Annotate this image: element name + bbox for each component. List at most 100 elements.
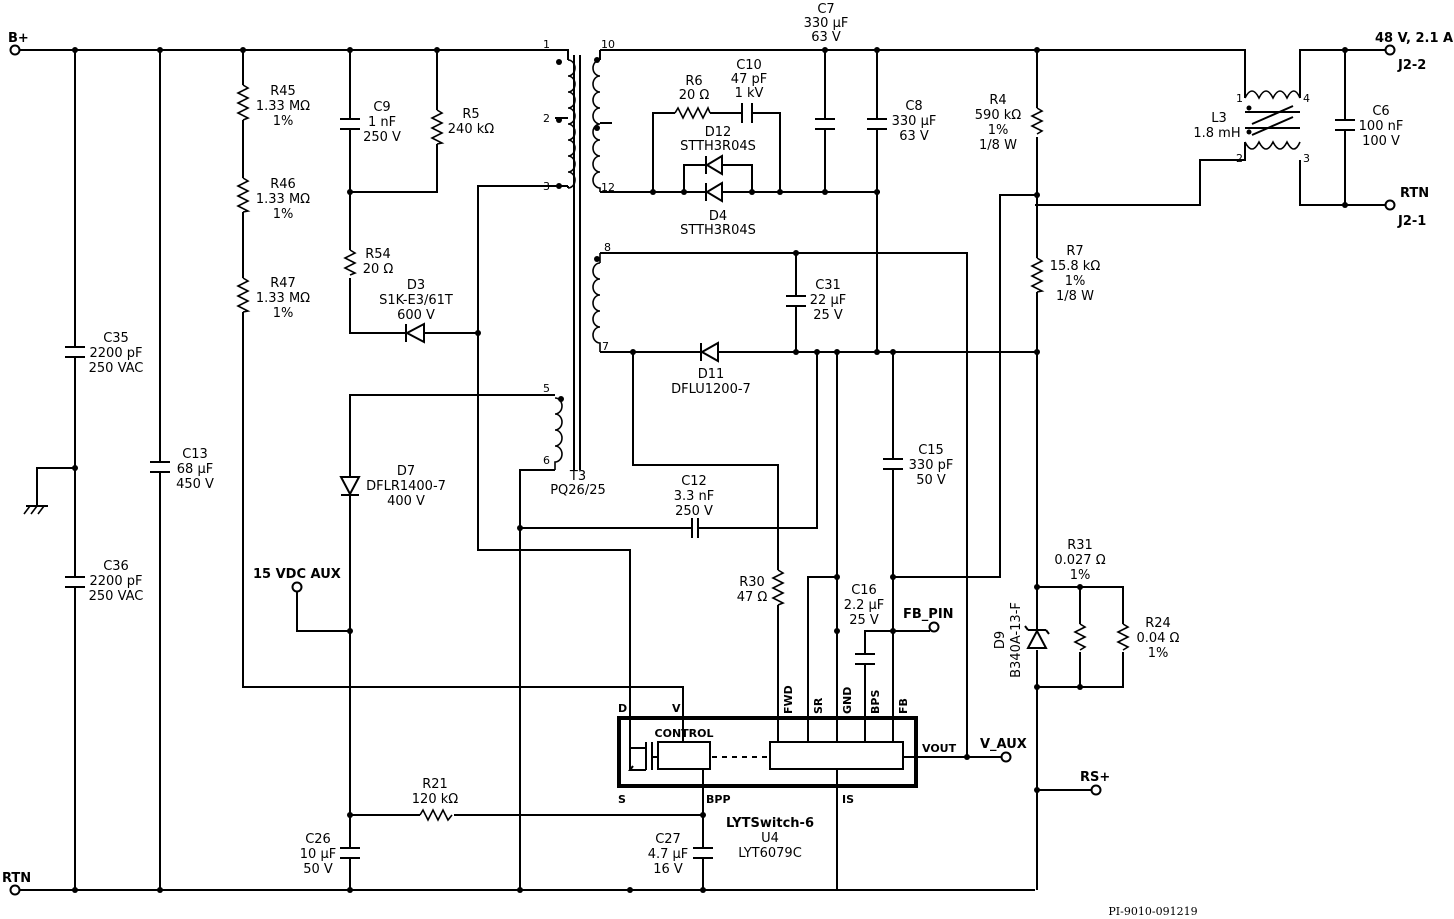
svg-text:1.33 MΩ: 1.33 MΩ xyxy=(256,192,310,207)
svg-text:1%: 1% xyxy=(273,207,294,222)
terminals xyxy=(9,44,1396,896)
svg-text:1 nF: 1 nF xyxy=(368,115,396,130)
svg-text:R31: R31 xyxy=(1067,538,1093,553)
svg-text:25 V: 25 V xyxy=(813,308,843,323)
net-labels: B+ RTN 48 V, 2.1 A J2-2 RTN J2-1 15 VDC … xyxy=(2,31,1453,886)
svg-text:1%: 1% xyxy=(273,306,294,321)
svg-text:1/8 W: 1/8 W xyxy=(979,138,1017,153)
d9-symbol xyxy=(1024,625,1050,649)
svg-text:DFLU1200-7: DFLU1200-7 xyxy=(671,382,751,397)
svg-text:R21: R21 xyxy=(422,777,448,792)
svg-text:0.04 Ω: 0.04 Ω xyxy=(1136,631,1179,646)
svg-text:1: 1 xyxy=(543,38,550,51)
svg-text:590 kΩ: 590 kΩ xyxy=(975,108,1021,123)
svg-text:C35: C35 xyxy=(103,331,129,346)
svg-text:C8: C8 xyxy=(905,99,922,114)
c15-symbol xyxy=(883,458,903,470)
svg-text:R47: R47 xyxy=(270,276,296,291)
svg-text:4.7 μF: 4.7 μF xyxy=(648,847,689,862)
svg-text:25 V: 25 V xyxy=(849,613,879,628)
svg-text:S1K-E3/61T: S1K-E3/61T xyxy=(379,293,453,308)
l3-ref: L3 xyxy=(1211,111,1227,126)
svg-text:8: 8 xyxy=(604,241,611,254)
svg-text:3: 3 xyxy=(1303,152,1310,165)
svg-text:1: 1 xyxy=(1236,92,1243,105)
svg-text:22 μF: 22 μF xyxy=(810,293,846,308)
pin-bps: BPS xyxy=(869,690,882,714)
svg-text:R45: R45 xyxy=(270,84,296,99)
svg-text:50 V: 50 V xyxy=(916,473,946,488)
svg-text:1%: 1% xyxy=(1148,646,1169,661)
aux15-terminal xyxy=(291,581,303,593)
svg-text:1%: 1% xyxy=(1070,568,1091,583)
r24-symbol xyxy=(1116,623,1130,651)
svg-text:DFLR1400-7: DFLR1400-7 xyxy=(366,479,446,494)
svg-text:2: 2 xyxy=(1236,152,1243,165)
svg-text:68 μF: 68 μF xyxy=(177,462,213,477)
svg-text:4: 4 xyxy=(1303,92,1310,105)
c6-symbol xyxy=(1335,119,1355,131)
pin-gnd: GND xyxy=(841,687,854,714)
svg-text:250 VAC: 250 VAC xyxy=(89,589,144,604)
inductor-l3 xyxy=(1244,90,1301,150)
r54-symbol xyxy=(343,249,357,276)
svg-text:450 V: 450 V xyxy=(176,477,214,492)
vout-terminal xyxy=(1384,44,1396,56)
svg-text:15.8 kΩ: 15.8 kΩ xyxy=(1050,259,1101,274)
control-block xyxy=(657,741,711,770)
svg-text:47 Ω: 47 Ω xyxy=(737,590,768,605)
c31-symbol xyxy=(786,295,806,307)
transformer-labels: 1 2 3 10 12 8 7 5 6 T3 PQ26/25 xyxy=(543,38,615,498)
c26-symbol xyxy=(340,847,360,859)
svg-text:63 V: 63 V xyxy=(811,30,841,45)
r45-symbol xyxy=(236,84,250,121)
svg-text:63 V: 63 V xyxy=(899,129,929,144)
v-aux-label: V_AUX xyxy=(980,737,1027,752)
r47-symbol xyxy=(236,277,251,313)
svg-text:D7: D7 xyxy=(397,464,415,479)
svg-text:100 nF: 100 nF xyxy=(1359,119,1404,134)
svg-text:1.33 MΩ: 1.33 MΩ xyxy=(256,291,310,306)
c9-symbol xyxy=(340,118,360,130)
svg-text:D12: D12 xyxy=(705,125,732,140)
r5-symbol xyxy=(430,109,445,145)
svg-text:330 pF: 330 pF xyxy=(909,458,954,473)
svg-text:R7: R7 xyxy=(1066,244,1083,259)
svg-text:240 kΩ: 240 kΩ xyxy=(448,122,494,137)
ground-symbol xyxy=(23,505,48,515)
r7-symbol xyxy=(1030,257,1045,293)
svg-text:R24: R24 xyxy=(1145,616,1171,631)
svg-text:C7: C7 xyxy=(817,2,834,17)
ic-labels: CONTROL D V FWD SR GND BPS FB VOUT S BPP… xyxy=(618,685,957,861)
t3-ref: T3 xyxy=(569,469,586,484)
out-rtn-label: RTN xyxy=(1400,186,1429,201)
svg-text:C31: C31 xyxy=(815,278,841,293)
control-label: CONTROL xyxy=(655,727,714,740)
r30-symbol xyxy=(771,569,785,606)
rs-plus-label: RS+ xyxy=(1080,770,1110,785)
svg-text:400 V: 400 V xyxy=(387,494,425,509)
svg-text:16 V: 16 V xyxy=(653,862,683,877)
c10-symbol xyxy=(741,103,753,123)
svg-text:R46: R46 xyxy=(270,177,296,192)
pin-vout: VOUT xyxy=(922,742,957,755)
d11-symbol xyxy=(699,341,719,363)
svg-text:C13: C13 xyxy=(182,447,208,462)
